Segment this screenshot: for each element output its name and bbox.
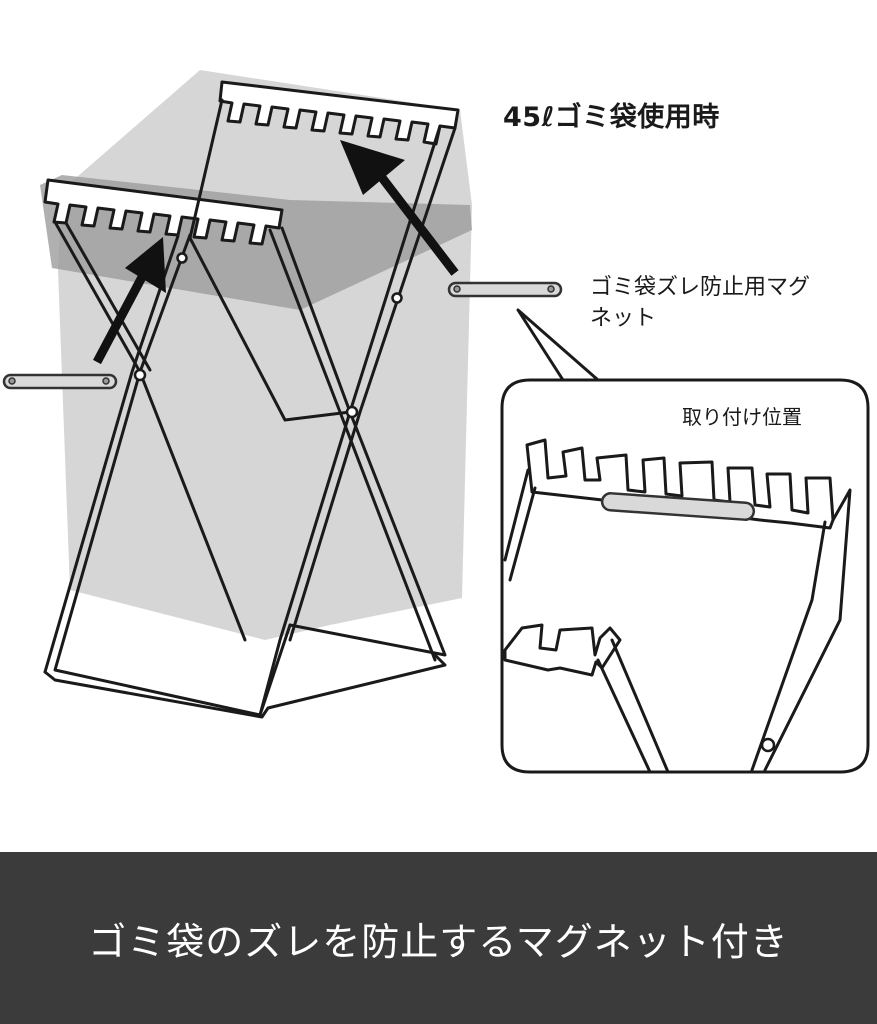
right-leg-a bbox=[188, 98, 352, 422]
magnet-icon bbox=[600, 492, 756, 521]
right-leg-c bbox=[280, 226, 447, 657]
left-pivot bbox=[133, 368, 147, 382]
magnet-icon bbox=[447, 281, 563, 298]
magnet-label: ゴミ袋ズレ防止用マグネット bbox=[590, 275, 811, 331]
upper-pivot-right bbox=[391, 292, 403, 304]
magnet-end-icon bbox=[453, 285, 461, 293]
arrow-icon bbox=[93, 259, 154, 365]
left-leg-b bbox=[53, 233, 292, 717]
arrow-icon bbox=[376, 172, 459, 276]
arrow-head-icon bbox=[340, 140, 405, 195]
back-rim bbox=[218, 80, 460, 146]
magnet-end-icon bbox=[8, 377, 16, 385]
usage-label: 45ℓゴミ袋使用時 bbox=[503, 102, 720, 133]
left-leg-a2 bbox=[64, 221, 152, 372]
right-leg-e bbox=[268, 228, 437, 662]
front-rim bbox=[43, 178, 284, 246]
magnet-end-icon bbox=[547, 285, 555, 293]
caption-bar: ゴミ袋のズレを防止するマグネット付き bbox=[0, 852, 877, 1024]
zoomed-rim bbox=[503, 438, 852, 774]
trash-bag-stand-illustration bbox=[2, 70, 870, 774]
mount-position-label: 取り付け位置 bbox=[682, 405, 802, 429]
caption-text: ゴミ袋のズレを防止するマグネット付き bbox=[88, 919, 789, 964]
upper-pivot-left bbox=[176, 252, 188, 264]
trash-bag-body bbox=[58, 70, 472, 640]
zoom-callout bbox=[500, 308, 870, 774]
right-leg-b bbox=[258, 124, 442, 717]
magnet-icon bbox=[2, 373, 118, 390]
right-pivot bbox=[345, 405, 359, 419]
base-frame bbox=[43, 653, 447, 719]
right-leg-d bbox=[288, 126, 457, 642]
magnet-end-icon bbox=[102, 377, 110, 385]
arrow-head-icon bbox=[125, 237, 166, 293]
